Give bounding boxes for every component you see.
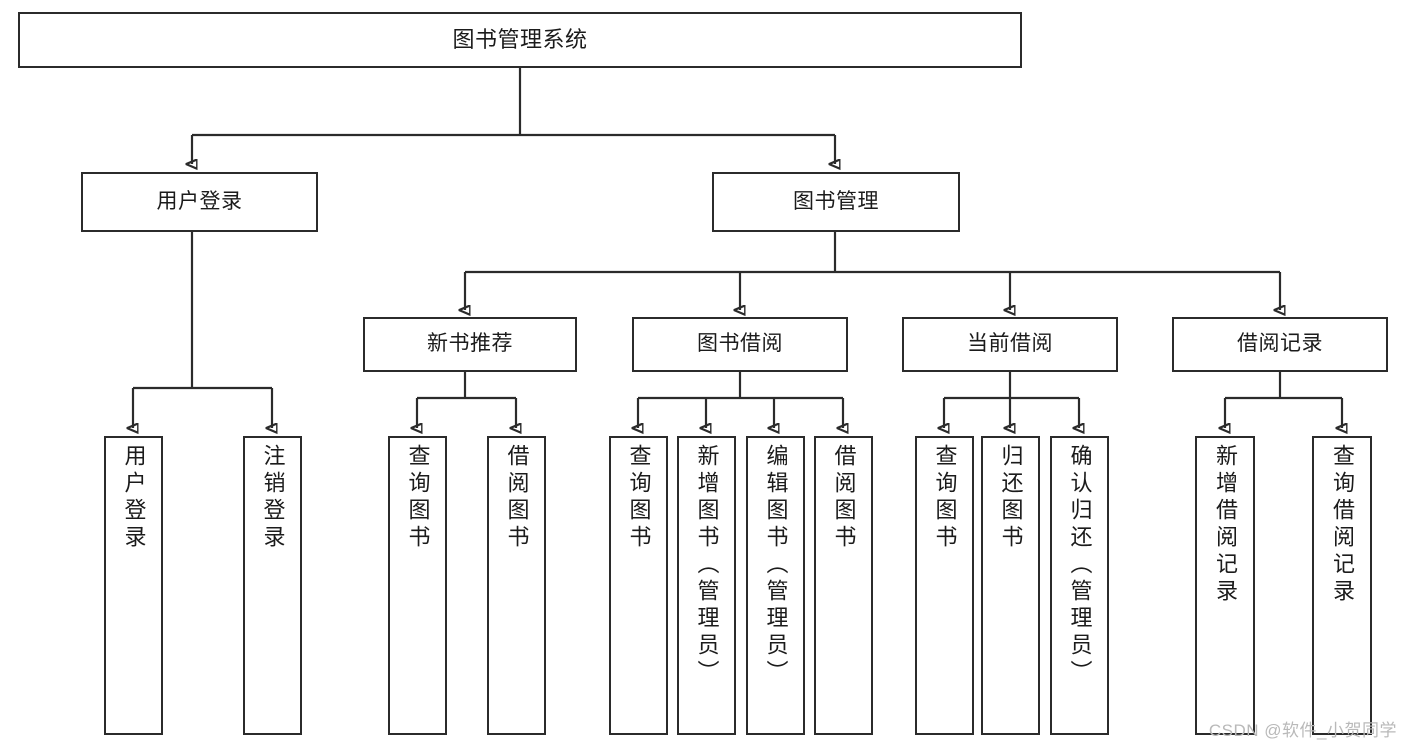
- node-label: 新增图书（管理员）: [694, 444, 720, 687]
- node-book-borrowing[interactable]: 图书借阅: [632, 317, 848, 372]
- node-label: 查询图书: [405, 444, 431, 552]
- leaf-query-book-borrow[interactable]: 查询图书: [609, 436, 668, 735]
- node-label: 借阅图书: [504, 444, 530, 552]
- node-current-borrowing[interactable]: 当前借阅: [902, 317, 1118, 372]
- leaf-query-book-new[interactable]: 查询图书: [388, 436, 447, 735]
- leaf-user-login[interactable]: 用户登录: [104, 436, 163, 735]
- node-label: 注销登录: [260, 444, 286, 552]
- node-label: 查询图书: [626, 444, 652, 552]
- leaf-logout[interactable]: 注销登录: [243, 436, 302, 735]
- leaf-query-book-current[interactable]: 查询图书: [915, 436, 974, 735]
- node-label: 用户登录: [156, 189, 243, 213]
- leaf-edit-book-admin[interactable]: 编辑图书（管理员）: [746, 436, 805, 735]
- node-label: 归还图书: [998, 444, 1024, 552]
- node-root-book-management-system[interactable]: 图书管理系统: [18, 12, 1022, 68]
- leaf-borrow-book[interactable]: 借阅图书: [814, 436, 873, 735]
- node-label: 图书管理系统: [452, 27, 588, 53]
- leaf-return-book[interactable]: 归还图书: [981, 436, 1040, 735]
- node-label: 编辑图书（管理员）: [763, 444, 789, 687]
- node-label: 图书管理: [793, 189, 879, 213]
- leaf-query-borrow-record[interactable]: 查询借阅记录: [1312, 436, 1372, 735]
- node-label: 新增借阅记录: [1213, 444, 1238, 606]
- node-label: 图书借阅: [697, 332, 783, 356]
- leaf-confirm-return-admin[interactable]: 确认归还（管理员）: [1050, 436, 1109, 735]
- node-borrowing-record[interactable]: 借阅记录: [1172, 317, 1388, 372]
- node-label: 查询图书: [932, 444, 958, 552]
- node-new-book-recommendation[interactable]: 新书推荐: [363, 317, 577, 372]
- node-label: 查询借阅记录: [1330, 444, 1355, 606]
- node-label: 借阅记录: [1237, 332, 1323, 356]
- leaf-add-borrow-record[interactable]: 新增借阅记录: [1195, 436, 1255, 735]
- leaf-borrow-book-new[interactable]: 借阅图书: [487, 436, 546, 735]
- node-label: 确认归还（管理员）: [1067, 444, 1093, 687]
- node-label: 新书推荐: [427, 332, 513, 356]
- node-label: 借阅图书: [831, 444, 857, 552]
- node-label: 用户登录: [121, 444, 147, 552]
- watermark: CSDN @软件_小贺同学: [1208, 721, 1397, 740]
- node-user-login[interactable]: 用户登录: [81, 172, 318, 232]
- leaf-add-book-admin[interactable]: 新增图书（管理员）: [677, 436, 736, 735]
- node-label: 当前借阅: [967, 332, 1053, 356]
- node-book-management[interactable]: 图书管理: [712, 172, 960, 232]
